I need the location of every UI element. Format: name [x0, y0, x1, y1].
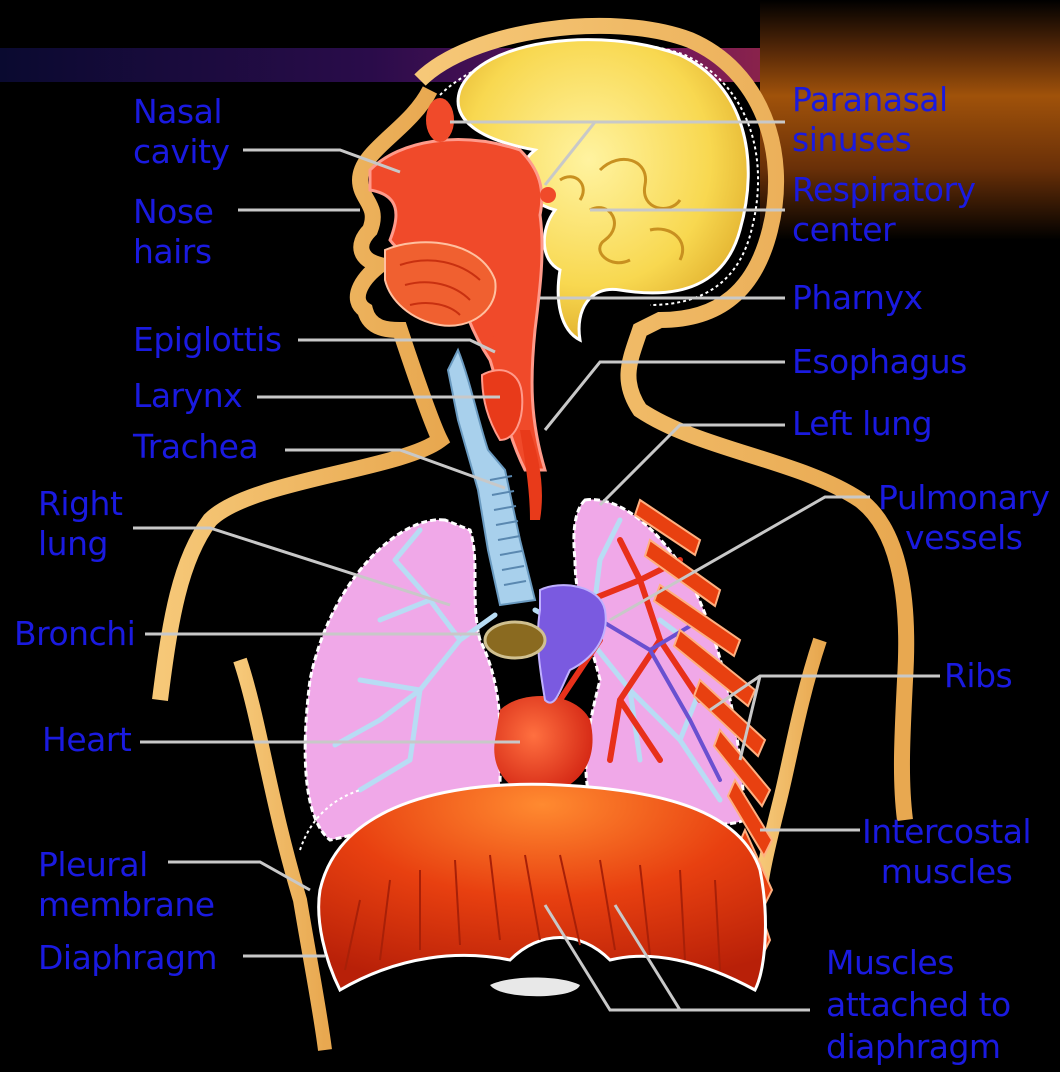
label-epiglottis: Epiglottis — [133, 320, 282, 360]
label-right-lung: Right lung — [38, 484, 122, 564]
label-diaphragm: Diaphragm — [38, 938, 217, 978]
label-larynx: Larynx — [133, 376, 242, 416]
label-pharnyx: Pharnyx — [792, 278, 923, 318]
label-trachea: Trachea — [133, 427, 258, 467]
label-pleural-membrane: Pleural membrane — [38, 845, 215, 925]
label-esophagus: Esophagus — [792, 342, 967, 382]
label-left-lung: Left lung — [792, 404, 932, 444]
label-nose-hairs: Nose hairs — [133, 192, 213, 272]
label-nasal-cavity: Nasal cavity — [133, 92, 230, 172]
label-pulmonary-vessels: Pulmonary vessels — [878, 478, 1049, 558]
label-paranasal-sinuses: Paranasal sinuses — [792, 80, 948, 160]
label-intercostal-muscles: Intercostal muscles — [862, 812, 1031, 892]
label-ribs: Ribs — [944, 656, 1012, 696]
label-muscles-attached: Muscles attached to diaphragm — [826, 942, 1011, 1068]
label-respiratory-center: Respiratory center — [792, 170, 976, 250]
label-heart: Heart — [42, 720, 131, 760]
label-bronchi: Bronchi — [14, 614, 135, 654]
